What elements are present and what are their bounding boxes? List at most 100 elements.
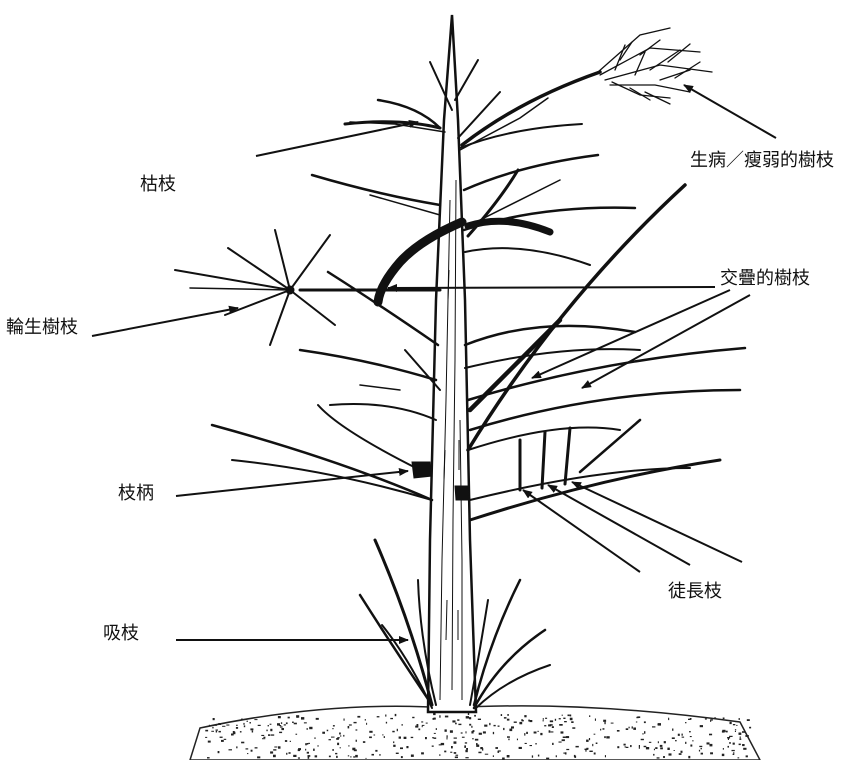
- soil-speckle: [356, 729, 358, 730]
- soil-speckle: [296, 734, 298, 735]
- soil-speckle: [586, 740, 589, 742]
- arrow-diseased-branch: [684, 85, 776, 138]
- soil-speckle: [519, 747, 522, 749]
- soil-speckle: [220, 737, 223, 738]
- soil-speckle: [476, 745, 479, 747]
- soil-speckle: [707, 742, 710, 744]
- soil-speckle: [281, 728, 284, 730]
- soil-speckle: [525, 743, 527, 744]
- arrow-water-sprout-3: [572, 482, 742, 562]
- soil-speckle: [729, 742, 731, 744]
- soil-speckle: [498, 751, 500, 753]
- soil-speckle: [365, 719, 366, 720]
- soil-speckle: [357, 716, 360, 718]
- soil-speckle: [668, 718, 669, 720]
- soil-speckle: [277, 723, 280, 725]
- arrow-whorled-branches: [92, 308, 238, 336]
- soil-speckle: [286, 722, 288, 724]
- soil-speckle: [746, 755, 748, 757]
- soil-speckle: [532, 755, 533, 757]
- soil-speckle: [592, 744, 593, 746]
- soil-speckle: [611, 723, 614, 724]
- soil-speckle: [594, 753, 596, 755]
- soil-speckle: [258, 725, 261, 726]
- soil-speckle: [742, 744, 745, 746]
- soil-speckle: [461, 732, 463, 733]
- soil-speckle: [625, 746, 627, 747]
- soil-speckle: [270, 724, 272, 725]
- arrow-crossing-branch-3: [582, 295, 750, 388]
- soil-speckle: [432, 746, 434, 747]
- soil-speckle: [396, 753, 399, 754]
- soil-speckle: [236, 746, 237, 748]
- soil-speckle: [315, 755, 318, 757]
- soil-speckle: [701, 753, 703, 755]
- soil-speckle: [254, 719, 257, 720]
- soil-speckle: [344, 719, 345, 721]
- soil-speckle: [739, 733, 742, 735]
- soil-speckle: [559, 718, 561, 719]
- soil-speckle: [418, 729, 420, 731]
- soil-speckle: [307, 743, 309, 745]
- soil-speckle: [293, 755, 296, 757]
- soil-speckle: [322, 732, 325, 734]
- soil-speckle: [576, 746, 579, 748]
- soil-speckle: [655, 747, 657, 749]
- soil-speckle: [722, 754, 725, 756]
- soil-speckle: [208, 741, 211, 743]
- soil-speckle: [730, 722, 732, 724]
- soil-speckle: [307, 728, 308, 730]
- soil-speckle: [669, 753, 672, 755]
- soil-speckle: [432, 737, 434, 738]
- soil-speckle: [375, 750, 377, 752]
- soil-speckle: [439, 744, 442, 745]
- soil-speckle: [563, 737, 566, 739]
- soil-speckle: [474, 715, 476, 717]
- soil-speckle: [604, 736, 606, 738]
- soil-speckle: [434, 733, 436, 734]
- soil-speckle: [636, 722, 637, 723]
- soil-speckle: [274, 747, 277, 748]
- soil-speckle: [617, 730, 620, 732]
- soil-speckle: [439, 715, 440, 717]
- soil-speckle: [657, 757, 660, 758]
- soil-speckle: [663, 756, 665, 758]
- soil-speckle: [732, 750, 735, 751]
- soil-speckle: [646, 747, 649, 749]
- arrow-crossing-branch-1: [388, 287, 715, 288]
- soil-speckle: [213, 718, 215, 720]
- soil-speckle: [458, 724, 461, 725]
- soil-speckle: [726, 731, 728, 733]
- soil-speckle: [570, 718, 573, 721]
- soil-speckle: [519, 722, 522, 724]
- soil-speckle: [426, 723, 428, 724]
- soil-speckle: [494, 725, 496, 726]
- soil-speckle: [255, 747, 258, 748]
- soil-speckle: [314, 738, 316, 739]
- soil-speckle: [543, 720, 544, 721]
- soil-speckle: [392, 731, 394, 733]
- soil-speckle: [479, 733, 482, 735]
- arrow-water-sprout-2: [548, 485, 690, 565]
- soil-speckle: [337, 743, 339, 745]
- soil-speckle: [514, 722, 517, 723]
- soil-speckle: [595, 719, 596, 721]
- tree-trunk: [428, 15, 476, 712]
- soil-speckle: [642, 733, 643, 734]
- soil-speckle: [241, 719, 243, 721]
- label-diseased-weak-branch: 生病／瘦弱的樹枝: [690, 152, 834, 170]
- soil-speckle: [422, 725, 425, 726]
- soil-speckle: [489, 723, 490, 725]
- soil-speckle: [393, 745, 395, 747]
- soil-speckle: [483, 731, 486, 733]
- soil-speckle: [714, 717, 716, 719]
- soil-speckle: [589, 751, 592, 752]
- soil-speckle: [555, 719, 556, 721]
- soil-speckle: [654, 749, 655, 751]
- soil-speckle: [723, 718, 725, 720]
- soil-speckle: [335, 753, 337, 754]
- soil-speckle: [348, 755, 349, 756]
- soil-speckle: [285, 740, 287, 742]
- soil-speckle: [336, 756, 338, 758]
